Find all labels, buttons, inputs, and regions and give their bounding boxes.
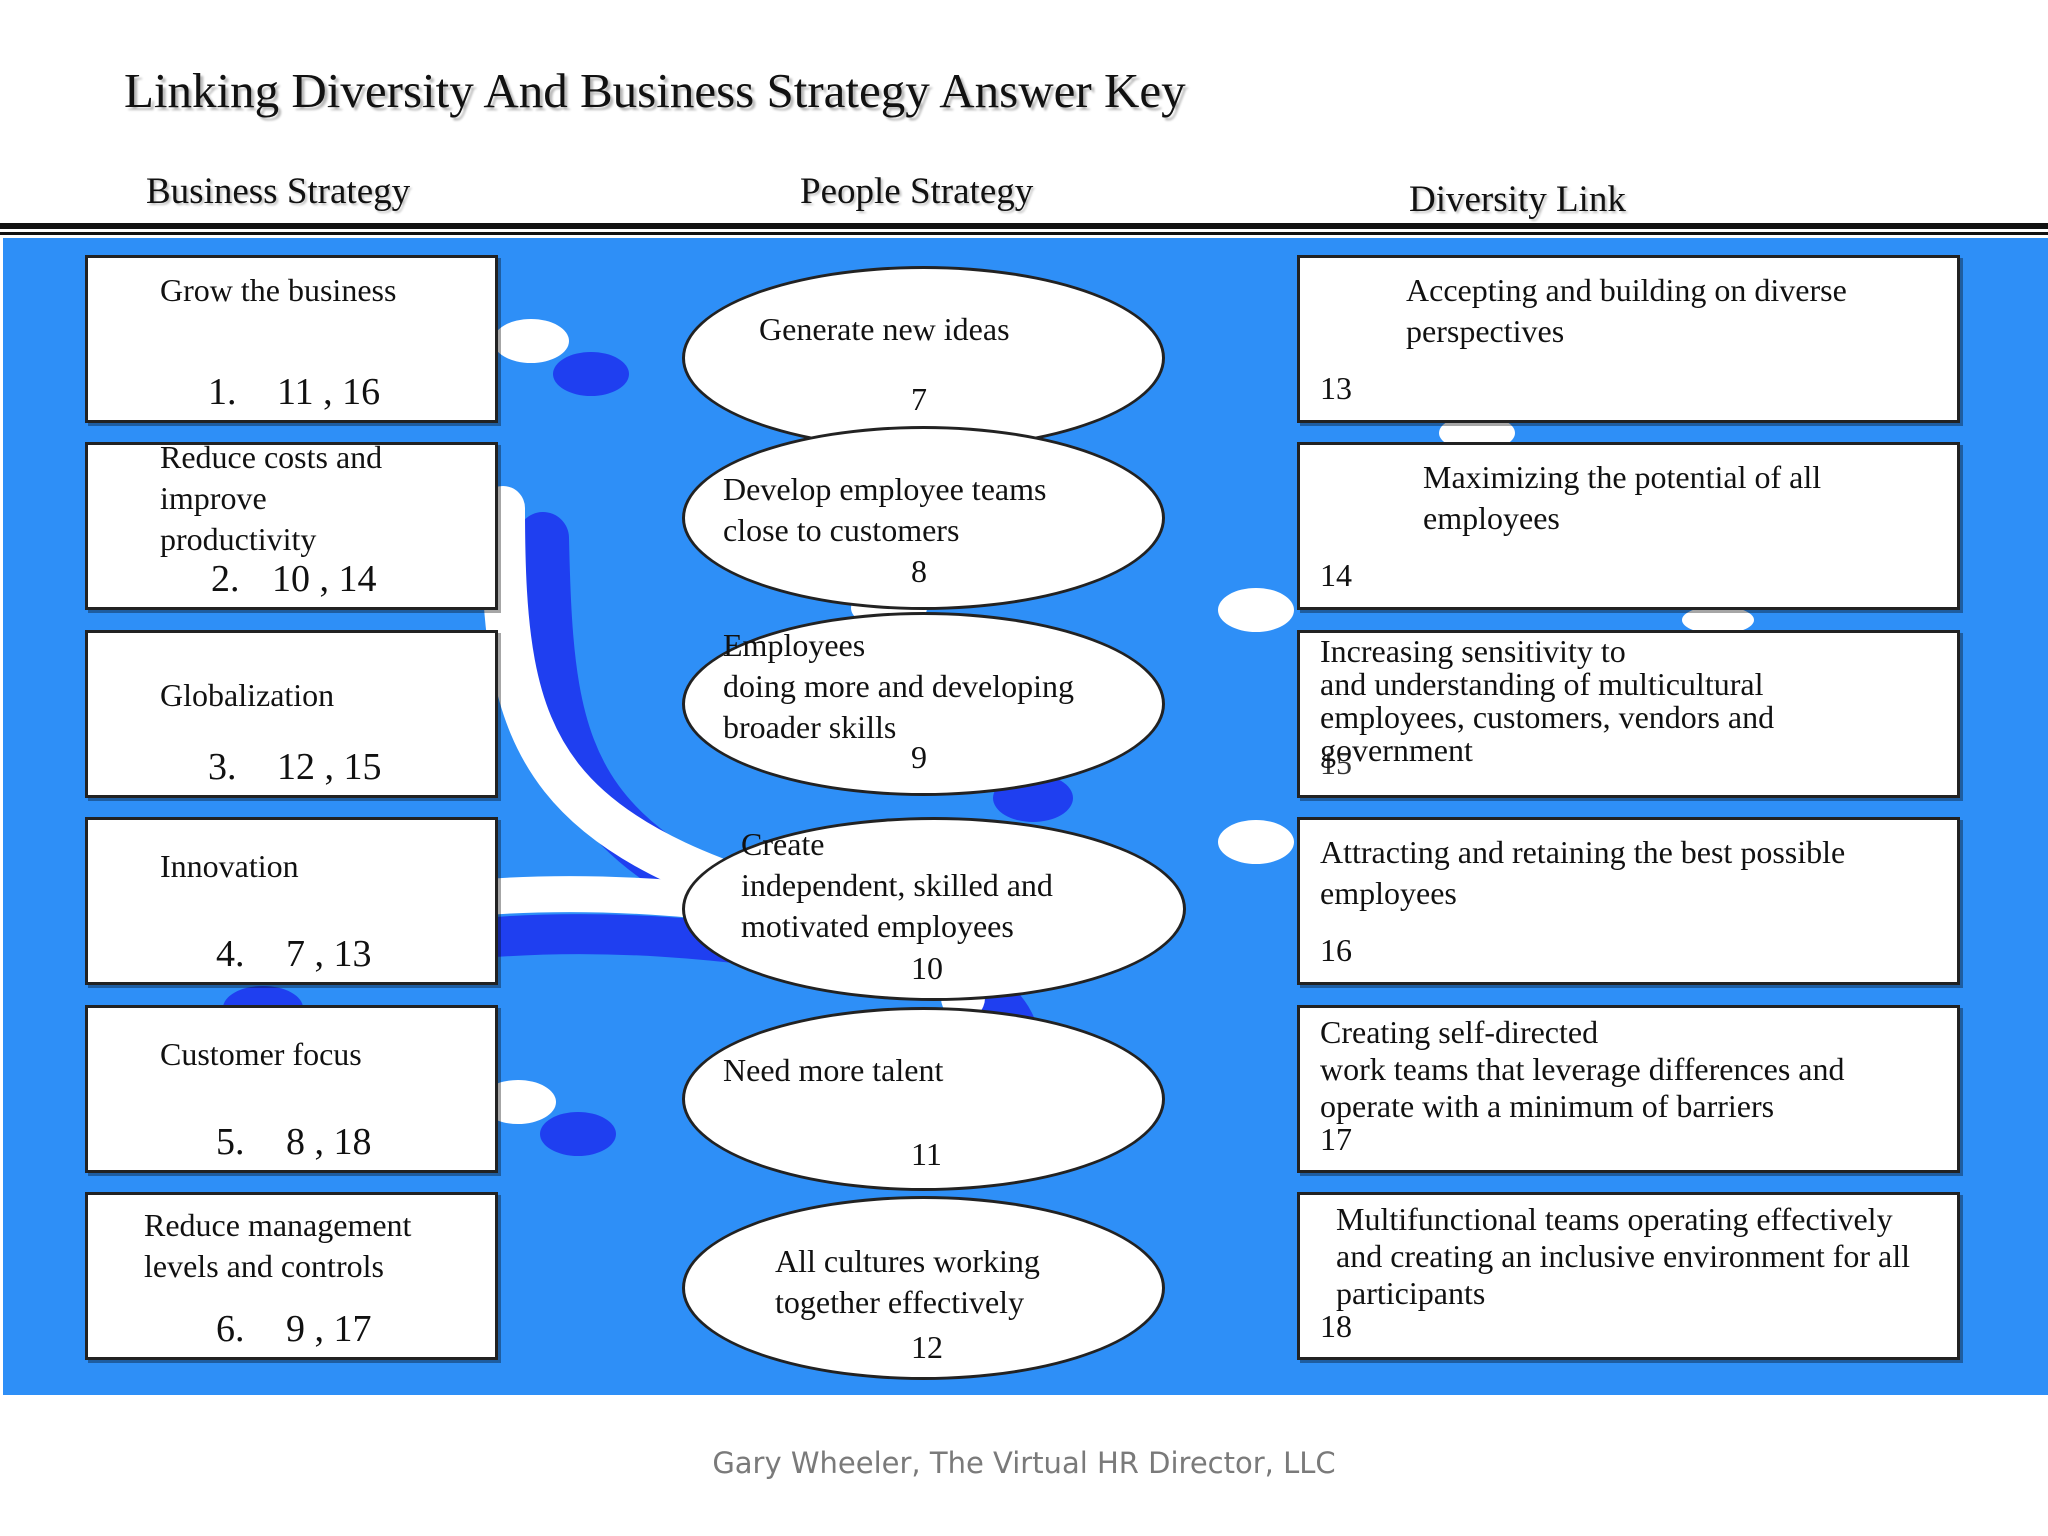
people-label: Generate new ideas — [759, 311, 1010, 347]
diversity-box-18: Multifunctional teams operating effectiv… — [1297, 1192, 1960, 1360]
diversity-label: Maximizing the potential of all employee… — [1423, 459, 1822, 536]
people-number: 7 — [911, 381, 927, 417]
header-people-strategy: People Strategy — [800, 171, 1034, 212]
business-number: 3. — [208, 746, 237, 788]
business-label: Globalization — [160, 677, 335, 713]
business-label: Reduce costs and improve productivity — [160, 439, 383, 557]
people-ellipse-11: Need more talent 11 — [682, 1007, 1165, 1191]
business-box-6: Reduce management levels and controls 6.… — [85, 1192, 498, 1360]
business-number: 1. — [208, 371, 237, 413]
people-label: All cultures working together effectivel… — [775, 1243, 1040, 1320]
people-ellipse-9: Employees doing more and developing broa… — [682, 612, 1165, 796]
business-answer: 10 , 14 — [272, 558, 377, 600]
header-diversity-link: Diversity Link — [1409, 179, 1626, 220]
page-title: Linking Diversity And Business Strategy … — [124, 63, 1186, 118]
diagram-panel: Grow the business 1. 11 , 16 Reduce cost… — [3, 238, 2048, 1395]
diversity-label: Multifunctional teams operating effectiv… — [1336, 1201, 1911, 1311]
diversity-box-14: Maximizing the potential of all employee… — [1297, 442, 1960, 610]
people-number: 8 — [911, 553, 927, 589]
people-number: 12 — [911, 1329, 943, 1365]
people-ellipse-12: All cultures working together effectivel… — [682, 1196, 1165, 1380]
business-label: Reduce management levels and controls — [144, 1207, 412, 1284]
business-label: Grow the business — [160, 272, 397, 308]
diversity-box-16: Attracting and retaining the best possib… — [1297, 817, 1960, 985]
business-label: Customer focus — [160, 1036, 362, 1072]
business-box-5: Customer focus 5. 8 , 18 — [85, 1005, 498, 1173]
diversity-number: 17 — [1320, 1121, 1352, 1157]
business-box-3: Globalization 3. 12 , 15 — [85, 630, 498, 798]
business-answer: 7 , 13 — [286, 933, 372, 975]
people-label: Need more talent — [723, 1052, 944, 1088]
diversity-number: 16 — [1320, 932, 1352, 968]
business-box-4: Innovation 4. 7 , 13 — [85, 817, 498, 985]
people-number: 9 — [911, 739, 927, 775]
diversity-number: 14 — [1320, 557, 1352, 593]
people-number: 10 — [911, 950, 943, 986]
business-number: 5. — [216, 1121, 245, 1163]
people-label: Create independent, skilled and motivate… — [741, 826, 1053, 944]
people-label: Develop employee teams close to customer… — [723, 471, 1047, 548]
business-label: Innovation — [160, 848, 299, 884]
business-answer: 9 , 17 — [286, 1308, 372, 1350]
business-answer: 8 , 18 — [286, 1121, 372, 1163]
business-answer: 12 , 15 — [277, 746, 382, 788]
business-number: 6. — [216, 1308, 245, 1350]
business-number: 4. — [216, 933, 245, 975]
diversity-number: 13 — [1320, 370, 1352, 406]
diversity-number: 18 — [1320, 1308, 1352, 1344]
people-label: Employees doing more and developing broa… — [723, 627, 1075, 745]
diversity-box-13: Accepting and building on diverse perspe… — [1297, 255, 1960, 423]
people-ellipse-10: Create independent, skilled and motivate… — [682, 817, 1186, 1001]
diversity-box-17: Creating self-directed work teams that l… — [1297, 1005, 1960, 1173]
business-box-1: Grow the business 1. 11 , 16 — [85, 255, 498, 423]
footer-credit: Gary Wheeler, The Virtual HR Director, L… — [712, 1446, 1336, 1480]
header-rule-thin — [0, 232, 2048, 235]
diversity-label: Increasing sensitivity to and understand… — [1320, 633, 1775, 768]
people-ellipse-7: Generate new ideas 7 — [682, 266, 1165, 450]
business-number: 2. — [211, 558, 240, 600]
diversity-label: Attracting and retaining the best possib… — [1320, 834, 1846, 911]
header-rule — [0, 223, 2048, 229]
diversity-box-15: Increasing sensitivity to and understand… — [1297, 630, 1960, 798]
diversity-number: 15 — [1320, 745, 1352, 781]
people-number: 11 — [911, 1136, 942, 1172]
diversity-label: Accepting and building on diverse perspe… — [1406, 272, 1847, 349]
people-ellipse-8: Develop employee teams close to customer… — [682, 426, 1165, 610]
business-answer: 11 , 16 — [277, 371, 381, 413]
diversity-label: Creating self-directed work teams that l… — [1320, 1014, 1845, 1124]
business-box-2: Reduce costs and improve productivity 2.… — [85, 439, 498, 610]
header-business-strategy: Business Strategy — [146, 171, 411, 212]
